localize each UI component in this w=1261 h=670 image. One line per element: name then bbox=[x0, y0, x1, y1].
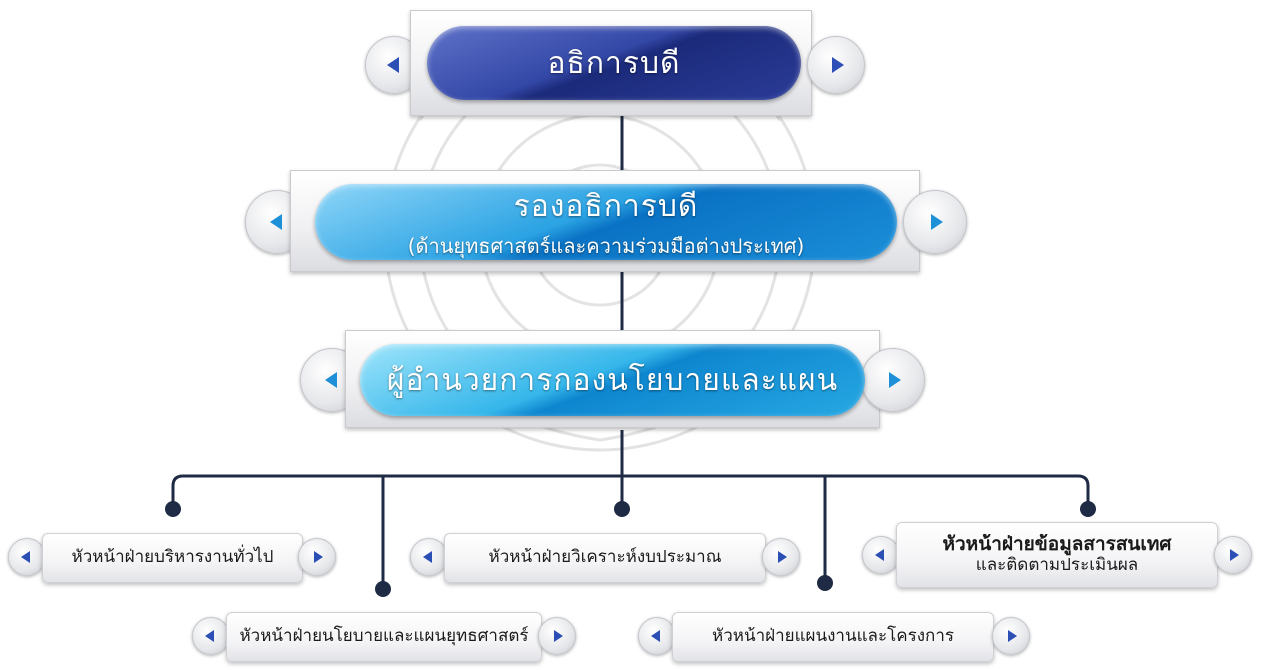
vice-president-title: รองอธิการบดี bbox=[513, 188, 699, 224]
left-arrow-icon[interactable] bbox=[638, 617, 676, 655]
connector-dot bbox=[817, 575, 833, 591]
node-head-policy-strategy: หัวหน้าฝ่ายนโยบายและแผนยุทธศาสตร์ bbox=[192, 612, 576, 662]
director-pill: ผู้อำนวยการกองนโยบายและแผน bbox=[360, 344, 865, 416]
node-head-plans-projects: หัวหน้าฝ่ายแผนงานและโครงการ bbox=[638, 612, 1030, 662]
head-box: หัวหน้าฝ่ายแผนงานและโครงการ bbox=[672, 612, 994, 662]
right-arrow-icon[interactable] bbox=[762, 538, 800, 576]
right-arrow-icon[interactable] bbox=[903, 190, 967, 254]
head-label-line2: และติดตามประเมินผล bbox=[975, 555, 1139, 576]
connector-dot bbox=[375, 581, 391, 597]
vice-president-pill: รองอธิการบดี (ด้านยุทธศาสตร์และความร่วมม… bbox=[315, 184, 897, 260]
node-president: อธิการบดี bbox=[365, 10, 865, 118]
head-label: หัวหน้าฝ่ายแผนงานและโครงการ bbox=[711, 626, 954, 647]
right-arrow-icon[interactable] bbox=[1214, 536, 1252, 574]
president-title: อธิการบดี bbox=[547, 45, 681, 81]
right-arrow-icon[interactable] bbox=[807, 36, 865, 94]
right-arrow-icon[interactable] bbox=[992, 617, 1030, 655]
president-pill: อธิการบดี bbox=[427, 26, 801, 100]
head-label-line1: หัวหน้าฝ่ายข้อมูลสารสนเทศ bbox=[942, 533, 1172, 556]
head-label: หัวหน้าฝ่ายนโยบายและแผนยุทธศาสตร์ bbox=[239, 626, 529, 647]
director-title: ผู้อำนวยการกองนโยบายและแผน bbox=[386, 362, 839, 398]
connector-dot bbox=[165, 501, 181, 517]
left-arrow-icon[interactable] bbox=[192, 617, 230, 655]
vice-president-subtitle: (ด้านยุทธศาสตร์และความร่วมมือต่างประเทศ) bbox=[407, 233, 805, 258]
right-arrow-icon[interactable] bbox=[298, 538, 336, 576]
node-head-budget-analysis: หัวหน้าฝ่ายวิเคราะห์งบประมาณ bbox=[410, 533, 800, 583]
right-arrow-icon[interactable] bbox=[538, 617, 576, 655]
node-head-general-admin: หัวหน้าฝ่ายบริหารงานทั่วไป bbox=[8, 533, 336, 583]
node-vice-president: รองอธิการบดี (ด้านยุทธศาสตร์และความร่วมม… bbox=[245, 170, 967, 274]
left-arrow-icon[interactable] bbox=[8, 538, 46, 576]
left-arrow-icon[interactable] bbox=[410, 538, 448, 576]
connector-dot bbox=[614, 501, 630, 517]
node-head-information-evaluation: หัวหน้าฝ่ายข้อมูลสารสนเทศ และติดตามประเม… bbox=[862, 522, 1252, 588]
head-box: หัวหน้าฝ่ายข้อมูลสารสนเทศ และติดตามประเม… bbox=[896, 522, 1218, 588]
connector-dot bbox=[1080, 501, 1096, 517]
node-director: ผู้อำนวยการกองนโยบายและแผน bbox=[300, 330, 925, 430]
head-label: หัวหน้าฝ่ายบริหารงานทั่วไป bbox=[71, 547, 274, 568]
right-arrow-icon[interactable] bbox=[861, 348, 925, 412]
head-box: หัวหน้าฝ่ายวิเคราะห์งบประมาณ bbox=[444, 533, 766, 583]
head-box: หัวหน้าฝ่ายบริหารงานทั่วไป bbox=[42, 533, 303, 583]
left-arrow-icon[interactable] bbox=[862, 536, 900, 574]
head-label: หัวหน้าฝ่ายวิเคราะห์งบประมาณ bbox=[488, 547, 722, 568]
head-box: หัวหน้าฝ่ายนโยบายและแผนยุทธศาสตร์ bbox=[226, 612, 542, 662]
